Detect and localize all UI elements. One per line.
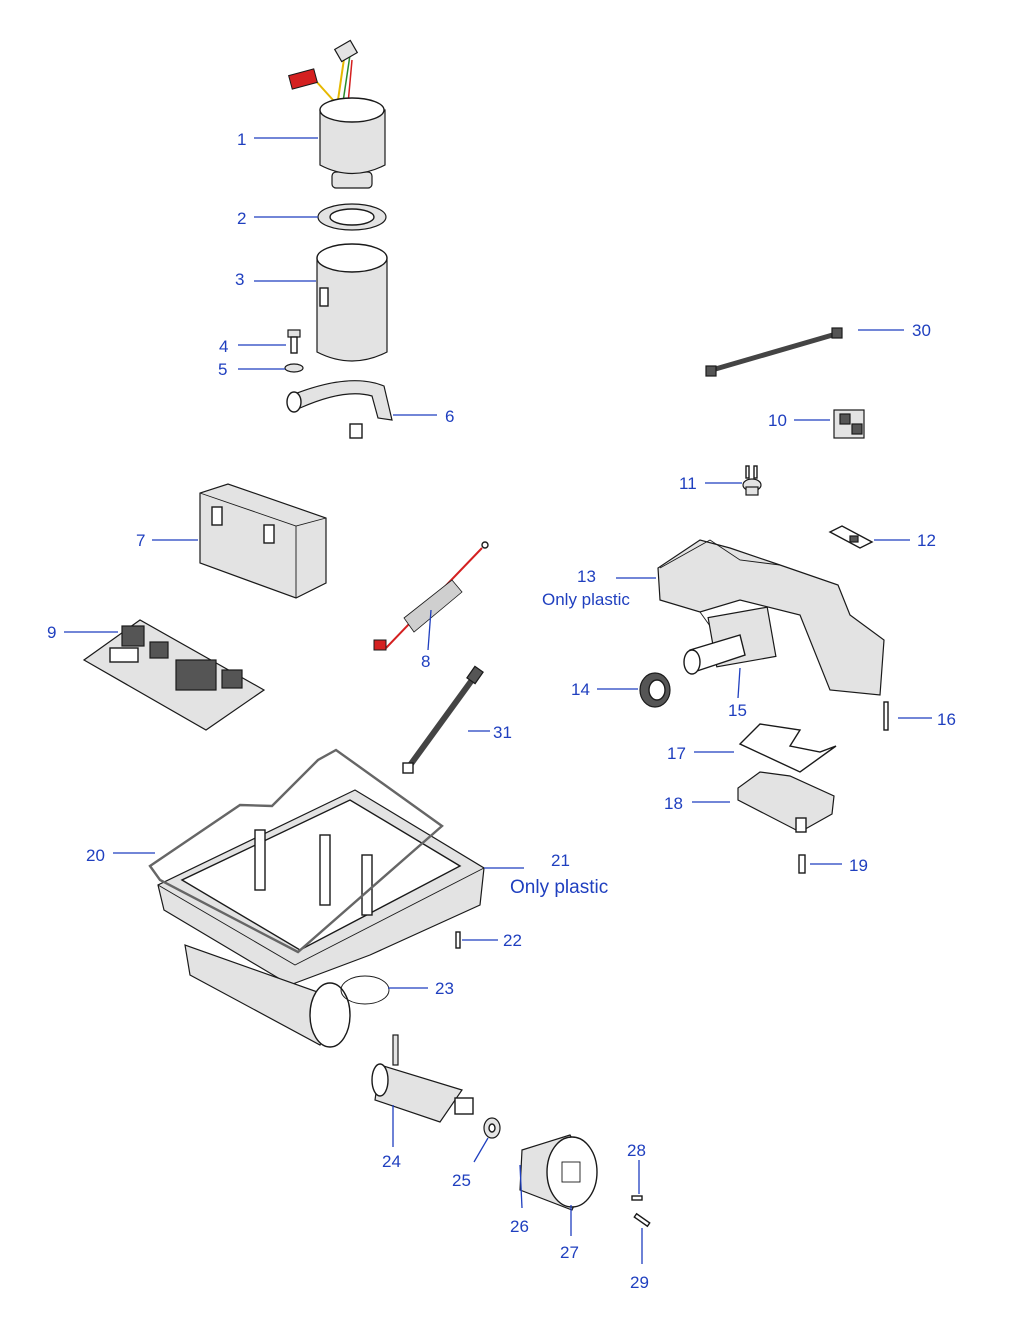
callout-31: 31 (493, 723, 512, 742)
part-26-27-drum (519, 1134, 598, 1211)
callout-17: 17 (667, 744, 686, 763)
callout-20: 20 (86, 846, 105, 865)
callout-18: 18 (664, 794, 683, 813)
callout-7: 7 (136, 531, 145, 550)
callout-30: 30 (912, 321, 931, 340)
part-28-screw (631, 1195, 643, 1201)
part-16-screw (883, 701, 889, 731)
part-10-switch (833, 409, 865, 439)
part-1-motor (288, 39, 386, 189)
callout-3: 3 (235, 270, 244, 289)
part-20-outline-gasket (148, 748, 444, 954)
part-7-cover (199, 483, 327, 599)
part-14-nut (639, 672, 671, 708)
part-3-canister (316, 243, 388, 362)
callout-26: 26 (510, 1217, 529, 1236)
callout-5: 5 (218, 360, 227, 379)
callout-29: 29 (630, 1273, 649, 1292)
callout-8: 8 (421, 652, 430, 671)
callout-14: 14 (571, 680, 590, 699)
part-15-shaft (683, 606, 777, 675)
part-17-gasket (738, 723, 837, 773)
callout-16: 16 (937, 710, 956, 729)
part-25-washer (483, 1117, 501, 1139)
part-18-bracket (737, 771, 835, 833)
part-23-tube (184, 944, 390, 1048)
callout-13-note: Only plastic (542, 590, 630, 609)
callout-28: 28 (627, 1141, 646, 1160)
part-8-fuse-wire (373, 541, 489, 651)
callout-1: 1 (237, 130, 246, 149)
part-4-screw (287, 329, 301, 354)
part-5-washer (284, 363, 304, 373)
leader-lines (64, 137, 932, 1264)
callout-10: 10 (768, 411, 787, 430)
part-19-screw (798, 854, 806, 874)
callout-4: 4 (219, 337, 228, 356)
part-22-screw (455, 931, 461, 949)
callout-27: 27 (560, 1243, 579, 1262)
callout-12: 12 (917, 531, 936, 550)
callout-25: 25 (452, 1171, 471, 1190)
part-2-gasket (317, 203, 387, 231)
part-30-cable (705, 327, 843, 377)
callout-2: 2 (237, 209, 246, 228)
part-6-strap (286, 380, 393, 439)
callout-15: 15 (728, 701, 747, 720)
callout-9: 9 (47, 623, 56, 642)
callout-24: 24 (382, 1152, 401, 1171)
callout-21-note: Only plastic (510, 877, 608, 898)
callout-22: 22 (503, 931, 522, 950)
callout-21: 21 (551, 851, 570, 870)
part-12-small-board (828, 525, 874, 549)
part-21-base-housing (157, 789, 485, 986)
callout-6: 6 (445, 407, 454, 426)
part-11-plug (742, 465, 762, 496)
callout-19: 19 (849, 856, 868, 875)
part-24-motor (371, 1034, 474, 1123)
part-9-circuit-board (82, 619, 266, 731)
callout-23: 23 (435, 979, 454, 998)
part-29-screw (633, 1212, 651, 1228)
callout-13: 13 (577, 567, 596, 586)
callout-11: 11 (679, 474, 697, 493)
part-31-ribbon-cable (402, 665, 484, 774)
callout-labels: 1 2 3 4 5 6 7 8 9 10 11 12 13 Only plast… (47, 130, 956, 1292)
